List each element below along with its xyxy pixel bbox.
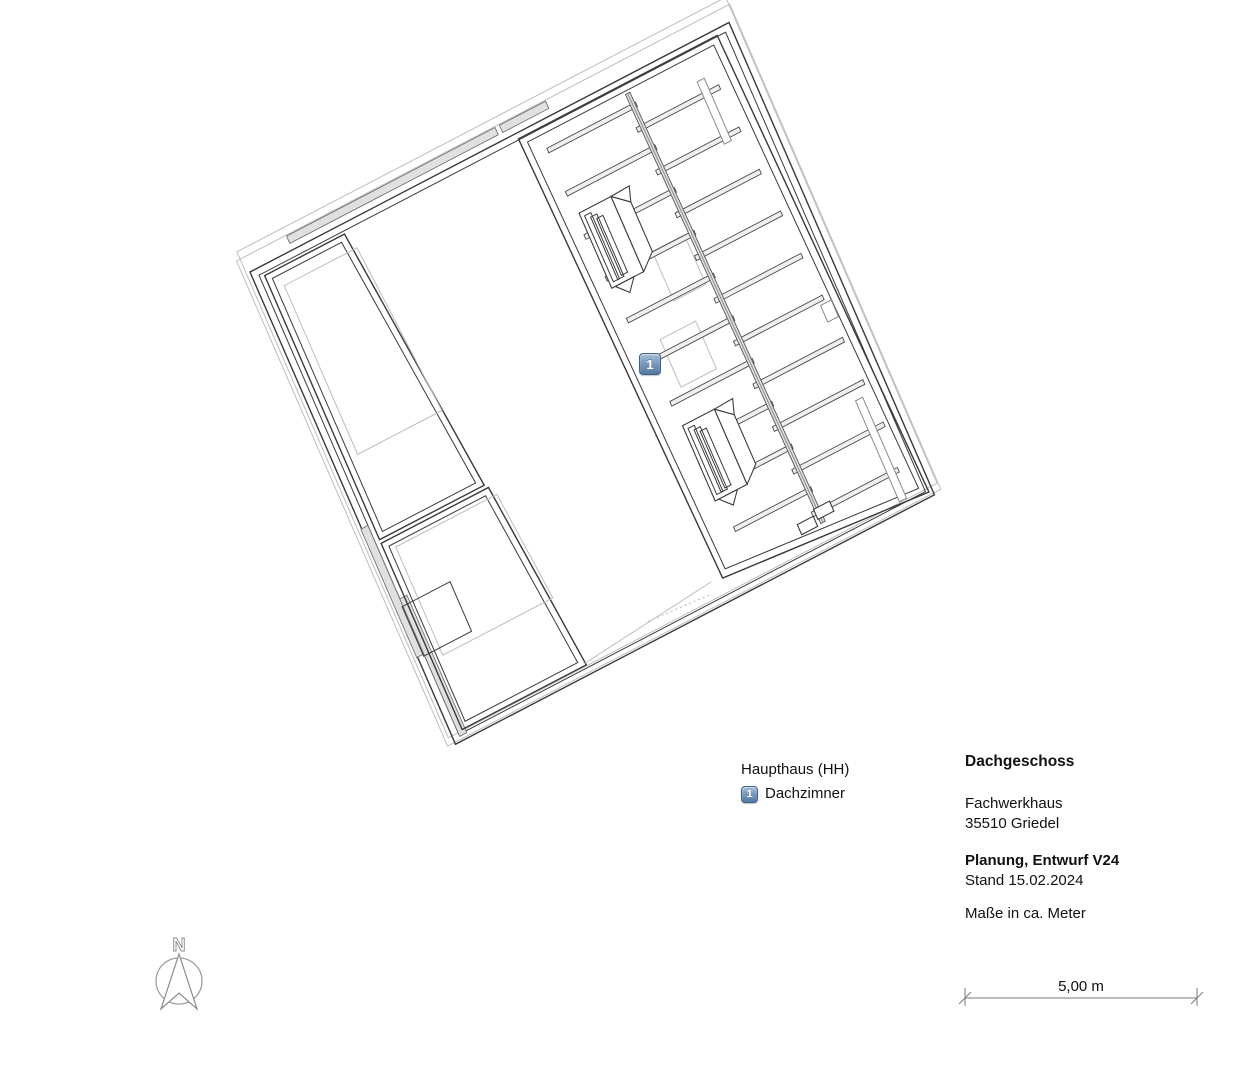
ridge-beam [624, 91, 826, 525]
dormer-2-roof-flag [713, 397, 735, 416]
floor-plan [235, 0, 942, 747]
scale-bar-label: 5,00 m [1058, 978, 1104, 995]
left-room-upper [263, 233, 486, 541]
roof-overhang-outline [235, 3, 942, 747]
title-block: Dachgeschoss Fachwerkhaus 35510 Griedel … [965, 752, 1119, 924]
rafter-r-53 [635, 84, 722, 133]
left-room-upper-outer-wall [263, 233, 486, 541]
left-room-lower-inner-wall [388, 495, 579, 722]
roof-edge-outline [236, 0, 938, 739]
dormer-1-rail-1 [583, 211, 621, 283]
corridor-floor-line [583, 581, 712, 665]
rafter-room-outer-wall [517, 34, 930, 580]
left-room-lower-outer-wall [380, 486, 588, 731]
rafter-l-312 [669, 357, 755, 407]
inner-wall-line [258, 31, 927, 736]
wall-notch [819, 299, 840, 323]
rafter-l-453 [732, 486, 814, 533]
rafter-r-335 [752, 336, 846, 390]
scale-bar-slash-left [958, 991, 972, 1005]
rafter-r-147 [674, 168, 762, 219]
rafter-r-429 [791, 421, 886, 475]
legend-item-label: Dachzimner [765, 785, 846, 802]
dormer-2-rail-1 [687, 424, 724, 496]
dormer-1-rail-3 [596, 214, 629, 277]
left-room-lower-ceiling-line [395, 493, 554, 656]
wall-strips [286, 100, 550, 737]
left-room-lower [380, 486, 588, 731]
dormer-2 [681, 397, 757, 506]
rafter-r-194 [693, 210, 784, 262]
drawing-title: Dachgeschoss [965, 753, 1075, 770]
left-room-upper-ceiling-line [283, 247, 443, 456]
north-label: N [173, 935, 186, 955]
dotted-reference-line [647, 593, 713, 622]
legend-group-label: Haupthaus (HH) [741, 761, 850, 778]
compass-needle [159, 952, 199, 1011]
purlin-beam-upper [696, 77, 733, 145]
ridge-center-line [627, 93, 824, 523]
legend-item: 1 Dachzimner [741, 785, 849, 803]
rafter-l-218 [625, 272, 716, 324]
plan-date: Stand 15.02.2024 [965, 872, 1084, 889]
rafter-r-241 [713, 252, 804, 304]
dormer-2-rail-3 [699, 427, 732, 489]
building-name: Fachwerkhaus [965, 795, 1063, 812]
dormer-1 [578, 184, 653, 294]
dormer-2-rail-2 [693, 425, 729, 493]
rafter-r-100 [655, 126, 742, 176]
small-closet-square [401, 581, 473, 657]
rafter-r-476 [810, 466, 900, 518]
dormer-1-roof-flag [609, 184, 632, 203]
rafter-room [517, 34, 930, 580]
dormer-2-tip [717, 488, 739, 506]
dormer-1-tip [613, 275, 635, 294]
units-note: Maße in ca. Meter [965, 905, 1086, 922]
scale-bar-slash-right [1190, 991, 1204, 1005]
legend: Haupthaus (HH) 1 Dachzimner [741, 761, 849, 803]
purlin-beam-lower [854, 396, 908, 503]
north-arrow: N [155, 935, 203, 1011]
light-step-outline-upper [651, 234, 707, 302]
dormer-1-rail-2 [589, 213, 625, 281]
top-eave-wall-strip-short [498, 100, 550, 134]
rafter-r-382 [771, 379, 866, 432]
left-edge-wall-strip-lower [399, 594, 468, 737]
ridge-foot-hatch-right [812, 500, 835, 521]
left-edge-wall-strip-upper [360, 524, 425, 659]
building-outline [249, 21, 936, 746]
light-step-outline-lower [659, 320, 718, 388]
legend-marker-1: 1 [741, 785, 758, 803]
rafter-room-inner-wall [526, 44, 920, 570]
ridge-foot-hatch-left [796, 515, 819, 536]
rafter-l-77 [564, 144, 658, 197]
building-city: 35510 Griedel [965, 815, 1060, 832]
room-marker-1: 1 [639, 353, 661, 375]
outer-wall-line [249, 21, 936, 746]
left-room-upper-inner-wall [271, 241, 477, 533]
plan-version: Planung, Entwurf V24 [965, 852, 1120, 869]
rafter-l-30 [546, 101, 639, 154]
scale-bar: 5,00 m [958, 978, 1204, 1006]
roof-outlines [235, 0, 942, 747]
top-eave-wall-strip [286, 126, 499, 244]
rafter-r-288 [732, 294, 825, 347]
